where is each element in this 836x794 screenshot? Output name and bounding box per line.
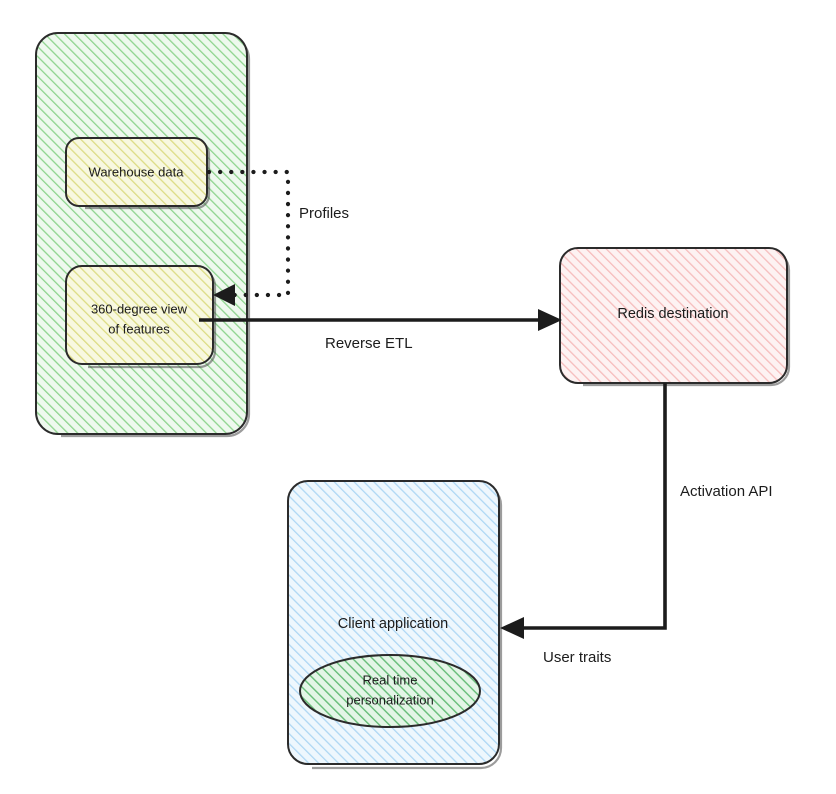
warehouse-container-outline xyxy=(35,32,248,435)
view-of-features-outline xyxy=(65,265,214,365)
user-traits-edge-label: User traits xyxy=(543,649,611,666)
warehouse-container-fill xyxy=(36,33,247,434)
activation-api-arrow-head xyxy=(500,617,524,639)
edge-profiles[interactable]: Profiles xyxy=(206,169,349,306)
node-warehouse-container[interactable] xyxy=(35,32,251,438)
view-of-features-label-line1: 360-degree view xyxy=(91,301,188,316)
profiles-arrow-head xyxy=(213,284,235,306)
profiles-edge-label: Profiles xyxy=(299,205,349,222)
redis-destination-outline xyxy=(559,247,788,384)
profiles-edge-path xyxy=(206,169,291,298)
activation-api-edge-label: Activation API xyxy=(680,483,773,500)
reverse-etl-arrow-head xyxy=(538,309,562,331)
warehouse-data-fill xyxy=(66,138,207,206)
edge-reverse-etl[interactable]: Reverse ETL xyxy=(199,309,562,352)
node-warehouse-data[interactable]: Warehouse data xyxy=(65,137,211,210)
activation-api-edge-path xyxy=(517,383,667,630)
node-real-time-personalization[interactable]: Real time personalization xyxy=(299,654,481,728)
client-application-label: Client application xyxy=(338,616,448,632)
real-time-personalization-label-line2: personalization xyxy=(346,692,433,707)
client-application-outline xyxy=(287,480,500,765)
real-time-personalization-label-line1: Real time xyxy=(363,672,418,687)
edge-activation-api[interactable]: Activation API User traits xyxy=(500,383,773,666)
redis-destination-label: Redis destination xyxy=(617,306,728,322)
node-redis-destination[interactable]: Redis destination xyxy=(559,247,791,387)
real-time-personalization-outline xyxy=(299,654,481,728)
view-of-features-label-line2: of features xyxy=(108,321,170,336)
view-of-features-fill xyxy=(66,266,213,364)
reverse-etl-edge-label: Reverse ETL xyxy=(325,335,413,352)
redis-destination-fill xyxy=(560,248,787,383)
node-view-of-features[interactable]: 360-degree view of features xyxy=(65,265,217,369)
real-time-personalization-fill xyxy=(300,655,480,727)
warehouse-data-label: Warehouse data xyxy=(89,164,185,179)
